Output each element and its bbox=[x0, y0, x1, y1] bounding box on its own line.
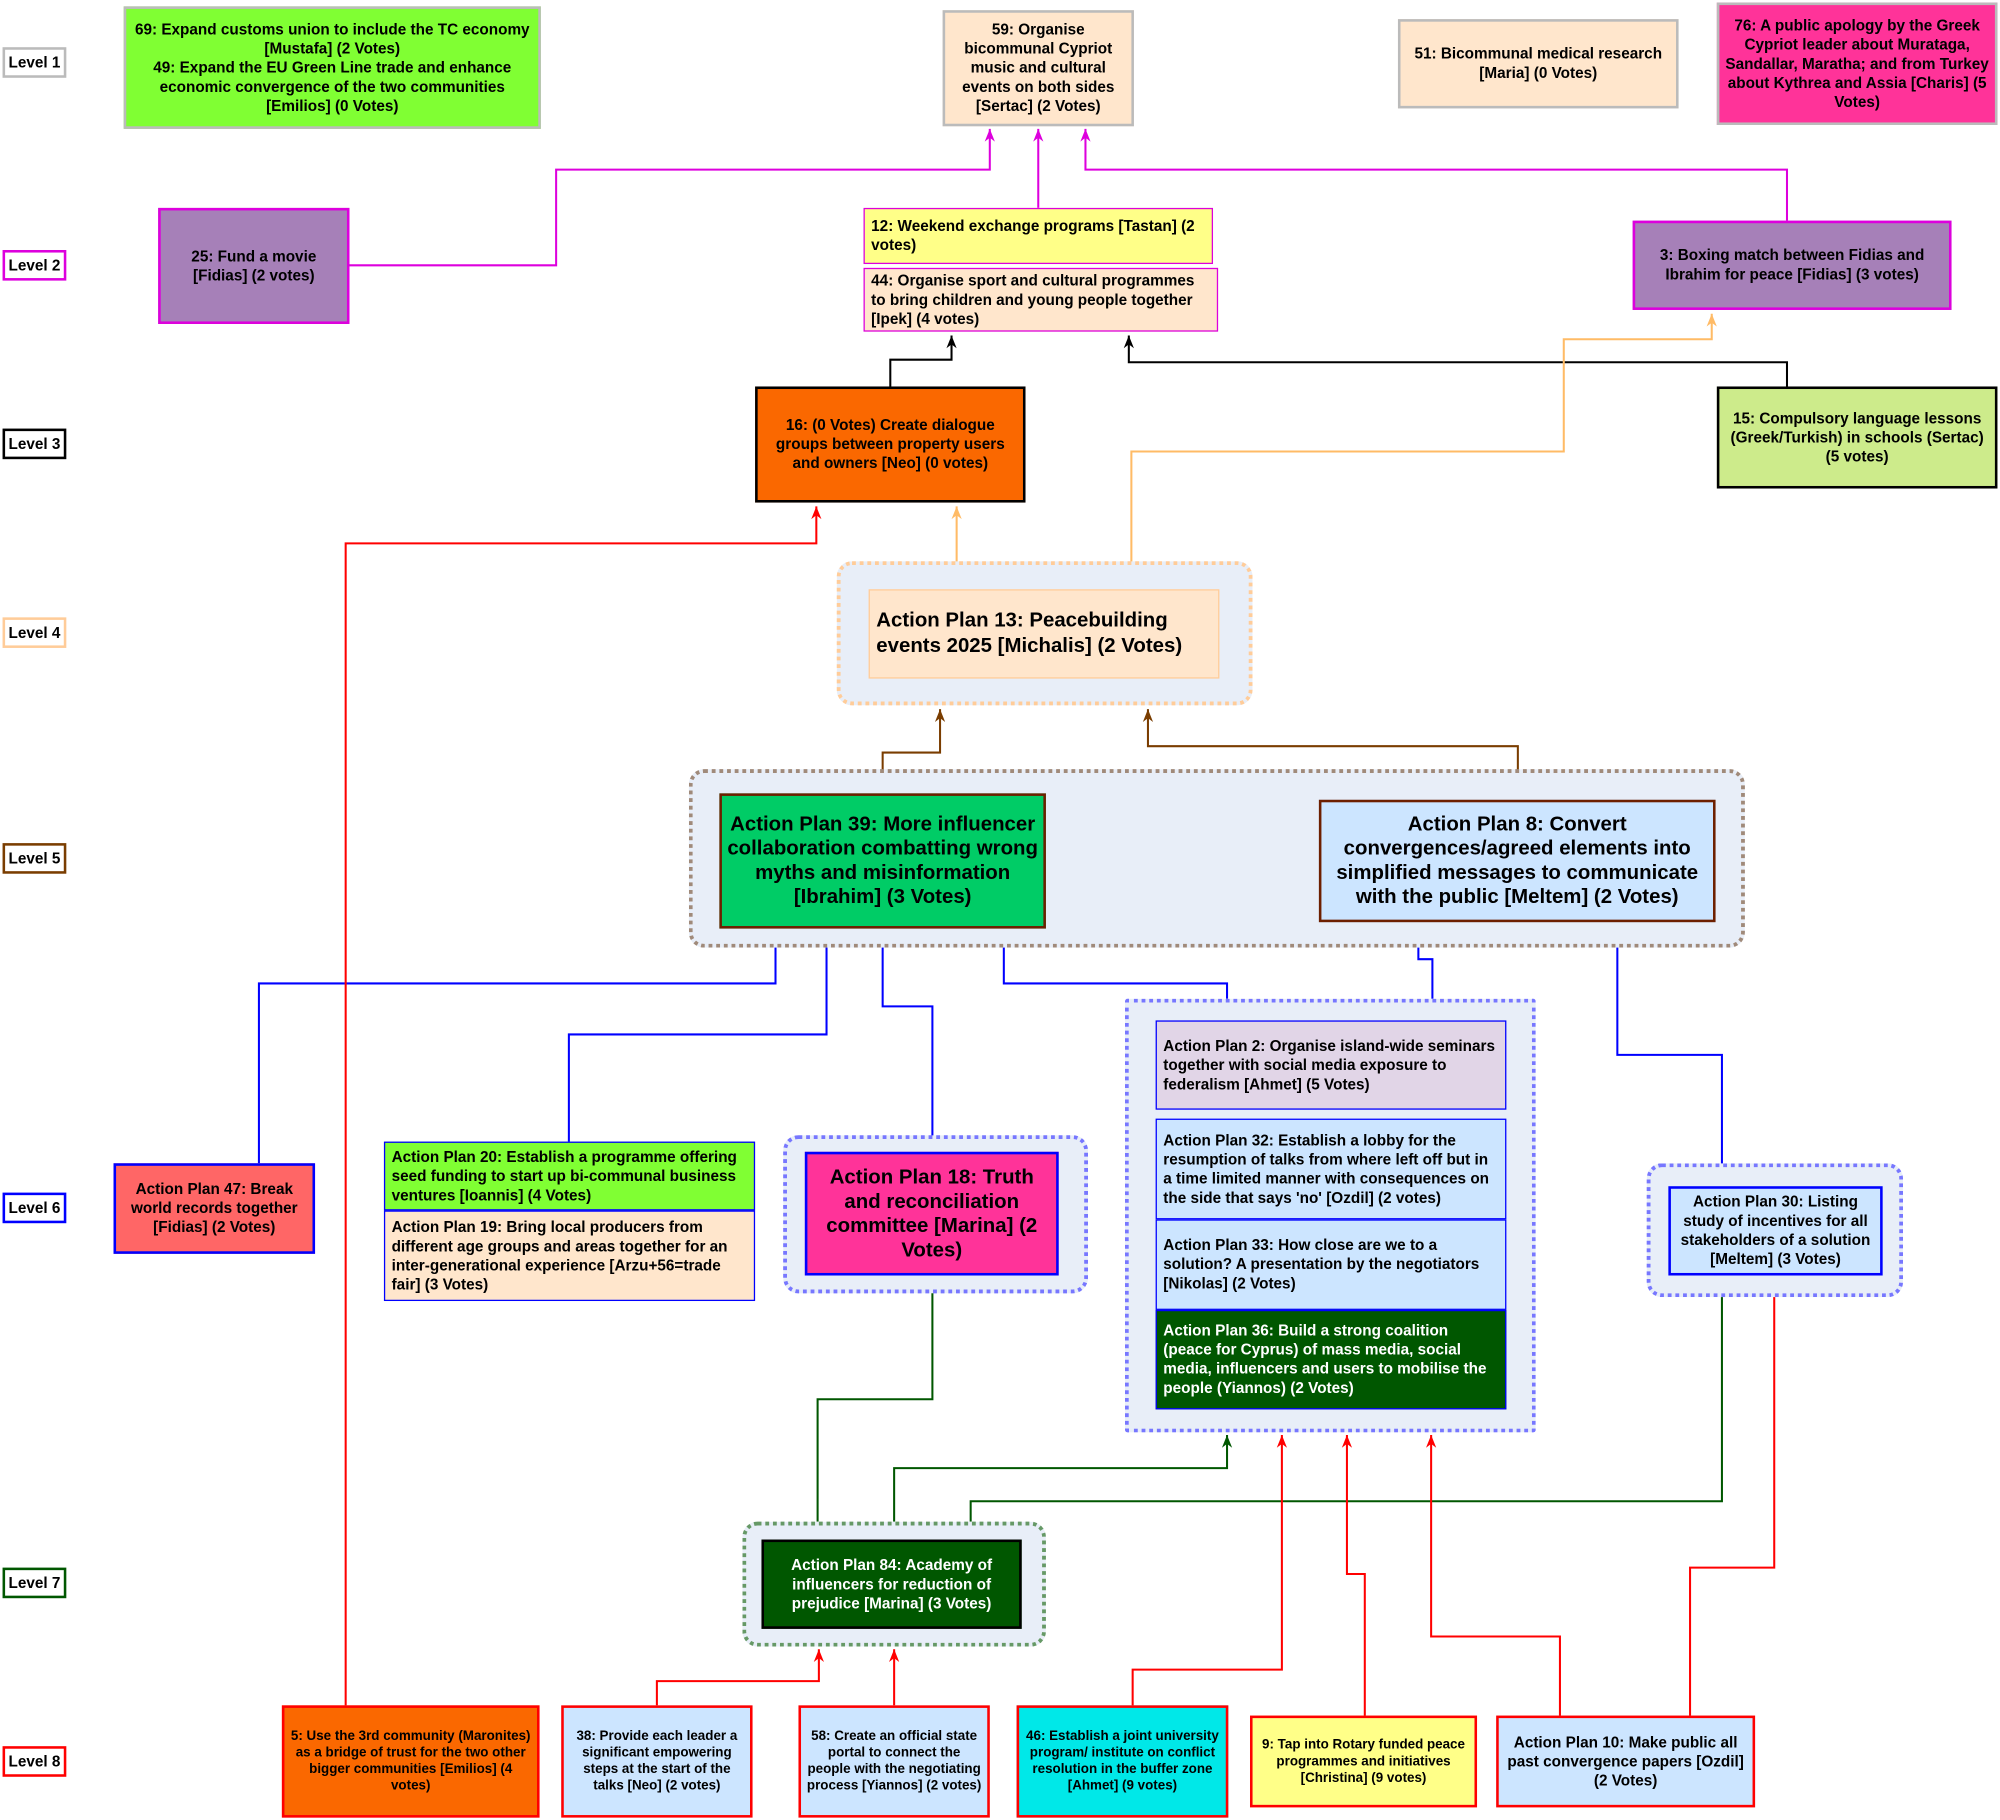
action-plan-47[interactable]: Action Plan 47: Break world records toge… bbox=[113, 1163, 316, 1254]
action-plan-13[interactable]: Action Plan 13: Peacebuilding events 202… bbox=[868, 589, 1220, 679]
action-plan-84[interactable]: Action Plan 84: Academy of influencers f… bbox=[761, 1539, 1022, 1629]
edge bbox=[893, 1434, 1229, 1522]
action-plan-36[interactable]: Action Plan 36: Build a strong coalition… bbox=[1155, 1309, 1507, 1410]
edge bbox=[1430, 1434, 1561, 1716]
edge bbox=[1002, 932, 1229, 999]
edge bbox=[1345, 1434, 1366, 1716]
arrowhead bbox=[1341, 1434, 1353, 1448]
action-plan-10[interactable]: Action Plan 10: Make public all past con… bbox=[1496, 1715, 1756, 1808]
edge bbox=[881, 932, 934, 1152]
action-plan-30[interactable]: Action Plan 30: Listing study of incenti… bbox=[1668, 1186, 1883, 1276]
arrowhead bbox=[1033, 128, 1044, 142]
node-12[interactable]: 12: Weekend exchange programs [Tastan] (… bbox=[863, 207, 1214, 265]
action-plan-33[interactable]: Action Plan 33: How close are we to a so… bbox=[1155, 1219, 1507, 1310]
level-4-label: Level 4 bbox=[2, 617, 67, 648]
node-15[interactable]: 15: Compulsory language lessons (Greek/T… bbox=[1716, 386, 1998, 489]
action-plan-32[interactable]: Action Plan 32: Establish a lobby for th… bbox=[1155, 1118, 1507, 1220]
arrowhead bbox=[951, 506, 962, 520]
node-3[interactable]: 3: Boxing match between Fidias and Ibrah… bbox=[1632, 220, 1952, 310]
node-58[interactable]: 58: Create an official state portal to c… bbox=[798, 1705, 990, 1818]
level-3-label: Level 3 bbox=[2, 428, 67, 460]
arrowhead bbox=[984, 128, 995, 142]
level-7-label: Level 7 bbox=[2, 1567, 67, 1599]
arrowhead bbox=[1123, 335, 1134, 349]
action-plan-18[interactable]: Action Plan 18: Truth and reconciliation… bbox=[804, 1151, 1059, 1276]
arrowhead bbox=[1142, 709, 1154, 722]
node-16[interactable]: 16: (0 Votes) Create dialogue groups bet… bbox=[755, 386, 1026, 503]
action-plan-8[interactable]: Action Plan 8: Convert convergences/agre… bbox=[1318, 799, 1716, 923]
node-46[interactable]: 46: Establish a joint university program… bbox=[1016, 1705, 1229, 1818]
arrowhead bbox=[1706, 313, 1717, 327]
edge bbox=[1084, 128, 1789, 221]
arrowhead bbox=[889, 1649, 900, 1662]
edge bbox=[257, 932, 777, 1164]
node-38[interactable]: 38: Provide each leader a significant em… bbox=[561, 1705, 753, 1818]
edge bbox=[889, 335, 953, 387]
level-5-label: Level 5 bbox=[2, 843, 67, 874]
node-5[interactable]: 5: Use the 3rd community (Maronites) as … bbox=[281, 1705, 540, 1818]
node-69-49[interactable]: 69: Expand customs union to include the … bbox=[123, 6, 541, 129]
edge bbox=[344, 506, 818, 1706]
edge bbox=[1131, 1434, 1283, 1706]
edge bbox=[816, 1279, 934, 1522]
node-9[interactable]: 9: Tap into Rotary funded peace programm… bbox=[1249, 1715, 1478, 1808]
level-2-label: Level 2 bbox=[2, 249, 67, 281]
edge bbox=[1616, 926, 1723, 1187]
action-plan-19[interactable]: Action Plan 19: Bring local producers fr… bbox=[383, 1210, 756, 1302]
edge bbox=[1689, 1279, 1776, 1716]
edge bbox=[1127, 335, 1789, 387]
arrowhead bbox=[811, 506, 822, 520]
edge bbox=[349, 128, 991, 267]
edge bbox=[1130, 313, 1713, 590]
action-plan-39[interactable]: Action Plan 39: More influencer collabor… bbox=[719, 793, 1046, 929]
arrowhead bbox=[1276, 1434, 1287, 1448]
node-51[interactable]: 51: Bicommunal medical research [Maria] … bbox=[1397, 19, 1679, 109]
arrowhead bbox=[934, 709, 946, 722]
arrowhead bbox=[1426, 1434, 1437, 1448]
level-6-label: Level 6 bbox=[2, 1192, 67, 1224]
edge bbox=[567, 932, 828, 1142]
action-plan-20[interactable]: Action Plan 20: Establish a programme of… bbox=[383, 1141, 756, 1211]
edge bbox=[655, 1649, 820, 1706]
node-59[interactable]: 59: Organise bicommunal Cypriot music an… bbox=[942, 10, 1134, 127]
node-76[interactable]: 76: A public apology by the Greek Cyprio… bbox=[1716, 2, 1998, 125]
arrowhead bbox=[1080, 128, 1091, 142]
node-25[interactable]: 25: Fund a movie [Fidias] (2 votes) bbox=[158, 207, 350, 324]
level-8-label: Level 8 bbox=[2, 1746, 67, 1777]
action-plan-2[interactable]: Action Plan 2: Organise island-wide semi… bbox=[1155, 1020, 1507, 1110]
arrowhead bbox=[1221, 1434, 1233, 1448]
level-1-label: Level 1 bbox=[2, 47, 67, 78]
node-44[interactable]: 44: Organise sport and cultural programm… bbox=[863, 267, 1219, 332]
arrowhead bbox=[813, 1649, 824, 1662]
arrowhead bbox=[946, 335, 957, 349]
